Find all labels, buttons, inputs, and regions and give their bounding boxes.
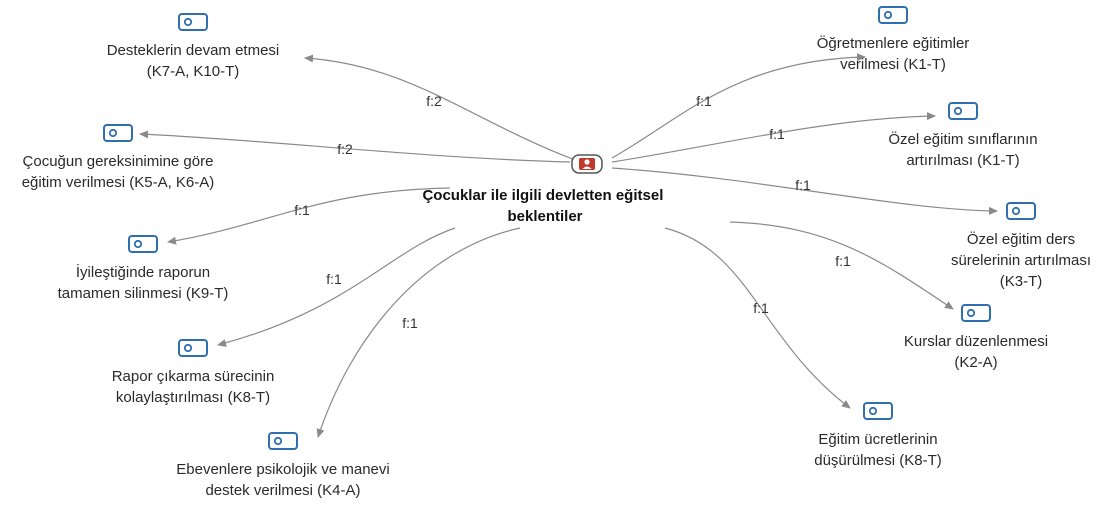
code-label: Kurslar düzenlenmesi (K2-A) bbox=[904, 333, 1048, 371]
code-label-line: İyileştiğinde raporun bbox=[76, 263, 210, 281]
code-icon bbox=[178, 339, 208, 357]
code-label-line: Öğretmenlere eğitimler bbox=[817, 34, 970, 52]
code-node[interactable]: Rapor çıkarma sürecinin kolaylaştırılması… bbox=[112, 339, 275, 406]
edge-n10 bbox=[664, 227, 851, 409]
code-label: Rapor çıkarma sürecinin kolaylaştırılması… bbox=[112, 368, 275, 406]
code-icon bbox=[878, 6, 908, 24]
code-icon bbox=[1006, 202, 1036, 220]
frequency-label: f:2 bbox=[426, 93, 442, 109]
code-label: Ebevenlere psikolojik ve manevi destek ve… bbox=[176, 461, 389, 499]
center-label-line-1: Çocuklar ile ilgili devletten eğitsel bbox=[422, 187, 663, 204]
code-label-line: (K7-A, K10-T) bbox=[147, 63, 240, 80]
center-node[interactable]: Çocuklar ile ilgili devletten eğitsel be… bbox=[422, 154, 667, 225]
code-icon bbox=[863, 402, 893, 420]
code-label-line: Özel eğitim ders bbox=[967, 230, 1075, 248]
edges-layer: f:2 f:2 f:1 f:1 f:1 f:1 f:1 f:1 f:1 f:1 bbox=[139, 53, 998, 438]
code-label-line: Desteklerin devam etmesi bbox=[107, 42, 280, 59]
frequency-label: f:1 bbox=[294, 202, 310, 218]
code-label: Öğretmenlere eğitimler verilmesi (K1-T) bbox=[817, 34, 970, 73]
code-node[interactable]: Desteklerin devam etmesi (K7-A, K10-T) bbox=[107, 13, 280, 80]
frequency-label: f:1 bbox=[769, 126, 785, 142]
edge-n7 bbox=[611, 112, 936, 163]
frequency-label: f:1 bbox=[753, 300, 769, 316]
edge-n5 bbox=[316, 227, 521, 438]
frequency-label: f:1 bbox=[835, 253, 851, 269]
code-label-line: (K3-T) bbox=[1000, 273, 1043, 290]
code-node[interactable]: Eğitim ücretlerinin düşürülmesi (K8-T) bbox=[814, 402, 942, 469]
edge-n3 bbox=[167, 187, 451, 245]
code-icon bbox=[103, 124, 133, 142]
code-icon bbox=[961, 304, 991, 322]
code-node[interactable]: İyileştiğinde raporun tamamen silinmesi (… bbox=[58, 235, 229, 302]
code-icon bbox=[128, 235, 158, 253]
code-label: Eğitim ücretlerinin düşürülmesi (K8-T) bbox=[814, 431, 942, 469]
edge-n6 bbox=[611, 53, 866, 159]
document-person-icon bbox=[571, 154, 603, 174]
svg-text:Çocuklar ile ilgili devletten: Çocuklar ile ilgili devletten eğitsel be… bbox=[422, 187, 667, 225]
edge-n9 bbox=[729, 221, 954, 310]
code-label-line: artırılması (K1-T) bbox=[906, 152, 1019, 169]
frequency-label: f:1 bbox=[402, 315, 418, 331]
edge-n8 bbox=[611, 167, 998, 215]
code-label: Desteklerin devam etmesi (K7-A, K10-T) bbox=[107, 42, 280, 80]
code-node[interactable]: Ebevenlere psikolojik ve manevi destek ve… bbox=[176, 432, 390, 499]
code-label-line: Eğitim ücretlerinin bbox=[818, 431, 937, 448]
code-label-line: düşürülmesi (K8-T) bbox=[814, 452, 942, 469]
code-label-line: Özel eğitim sınıflarının bbox=[888, 130, 1037, 148]
frequency-label: f:1 bbox=[696, 93, 712, 109]
code-label-line: verilmesi (K1-T) bbox=[840, 56, 946, 73]
edge-n1 bbox=[304, 54, 576, 161]
code-icon bbox=[268, 432, 298, 450]
frequency-label: f:1 bbox=[326, 271, 342, 287]
code-label: İyileştiğinde raporun tamamen silinmesi (… bbox=[58, 263, 229, 302]
code-label-line: Kurslar düzenlenmesi bbox=[904, 333, 1048, 350]
frequency-label: f:1 bbox=[795, 177, 811, 193]
nodes-layer: Desteklerin devam etmesi (K7-A, K10-T) Çoc… bbox=[22, 6, 1091, 499]
code-label: Çocuğun gereksinimine göre eğitim verilme… bbox=[22, 153, 215, 191]
code-label-line: destek verilmesi (K4-A) bbox=[205, 482, 360, 499]
code-node[interactable]: Çocuğun gereksinimine göre eğitim verilme… bbox=[22, 124, 215, 191]
edge-n4 bbox=[217, 227, 456, 347]
code-label-line: Ebevenlere psikolojik ve manevi bbox=[176, 461, 389, 478]
code-icon bbox=[948, 102, 978, 120]
edge-n2 bbox=[139, 130, 571, 163]
code-node[interactable]: Özel eğitim sınıflarının artırılması (K1-… bbox=[888, 102, 1038, 169]
frequency-label: f:2 bbox=[337, 141, 353, 157]
code-node[interactable]: Özel eğitim ders sürelerinin artırılması (… bbox=[951, 202, 1091, 290]
code-label-line: Rapor çıkarma sürecinin bbox=[112, 368, 275, 385]
center-label-line-2: beklentiler bbox=[507, 208, 582, 225]
code-node[interactable]: Kurslar düzenlenmesi (K2-A) bbox=[904, 304, 1048, 371]
code-label-line: (K2-A) bbox=[954, 354, 997, 371]
code-label-line: sürelerinin artırılması bbox=[951, 252, 1091, 269]
code-label-line: Çocuğun gereksinimine göre bbox=[23, 153, 214, 170]
code-label-line: kolaylaştırılması (K8-T) bbox=[116, 389, 270, 406]
code-node[interactable]: Öğretmenlere eğitimler verilmesi (K1-T) bbox=[817, 6, 970, 73]
code-label-line: tamamen silinmesi (K9-T) bbox=[58, 285, 229, 302]
code-label: Özel eğitim sınıflarının artırılması (K1-… bbox=[888, 130, 1037, 169]
code-label-line: eğitim verilmesi (K5-A, K6-A) bbox=[22, 174, 215, 191]
code-label: Özel eğitim ders sürelerinin artırılması (… bbox=[951, 230, 1091, 290]
code-icon bbox=[178, 13, 208, 31]
